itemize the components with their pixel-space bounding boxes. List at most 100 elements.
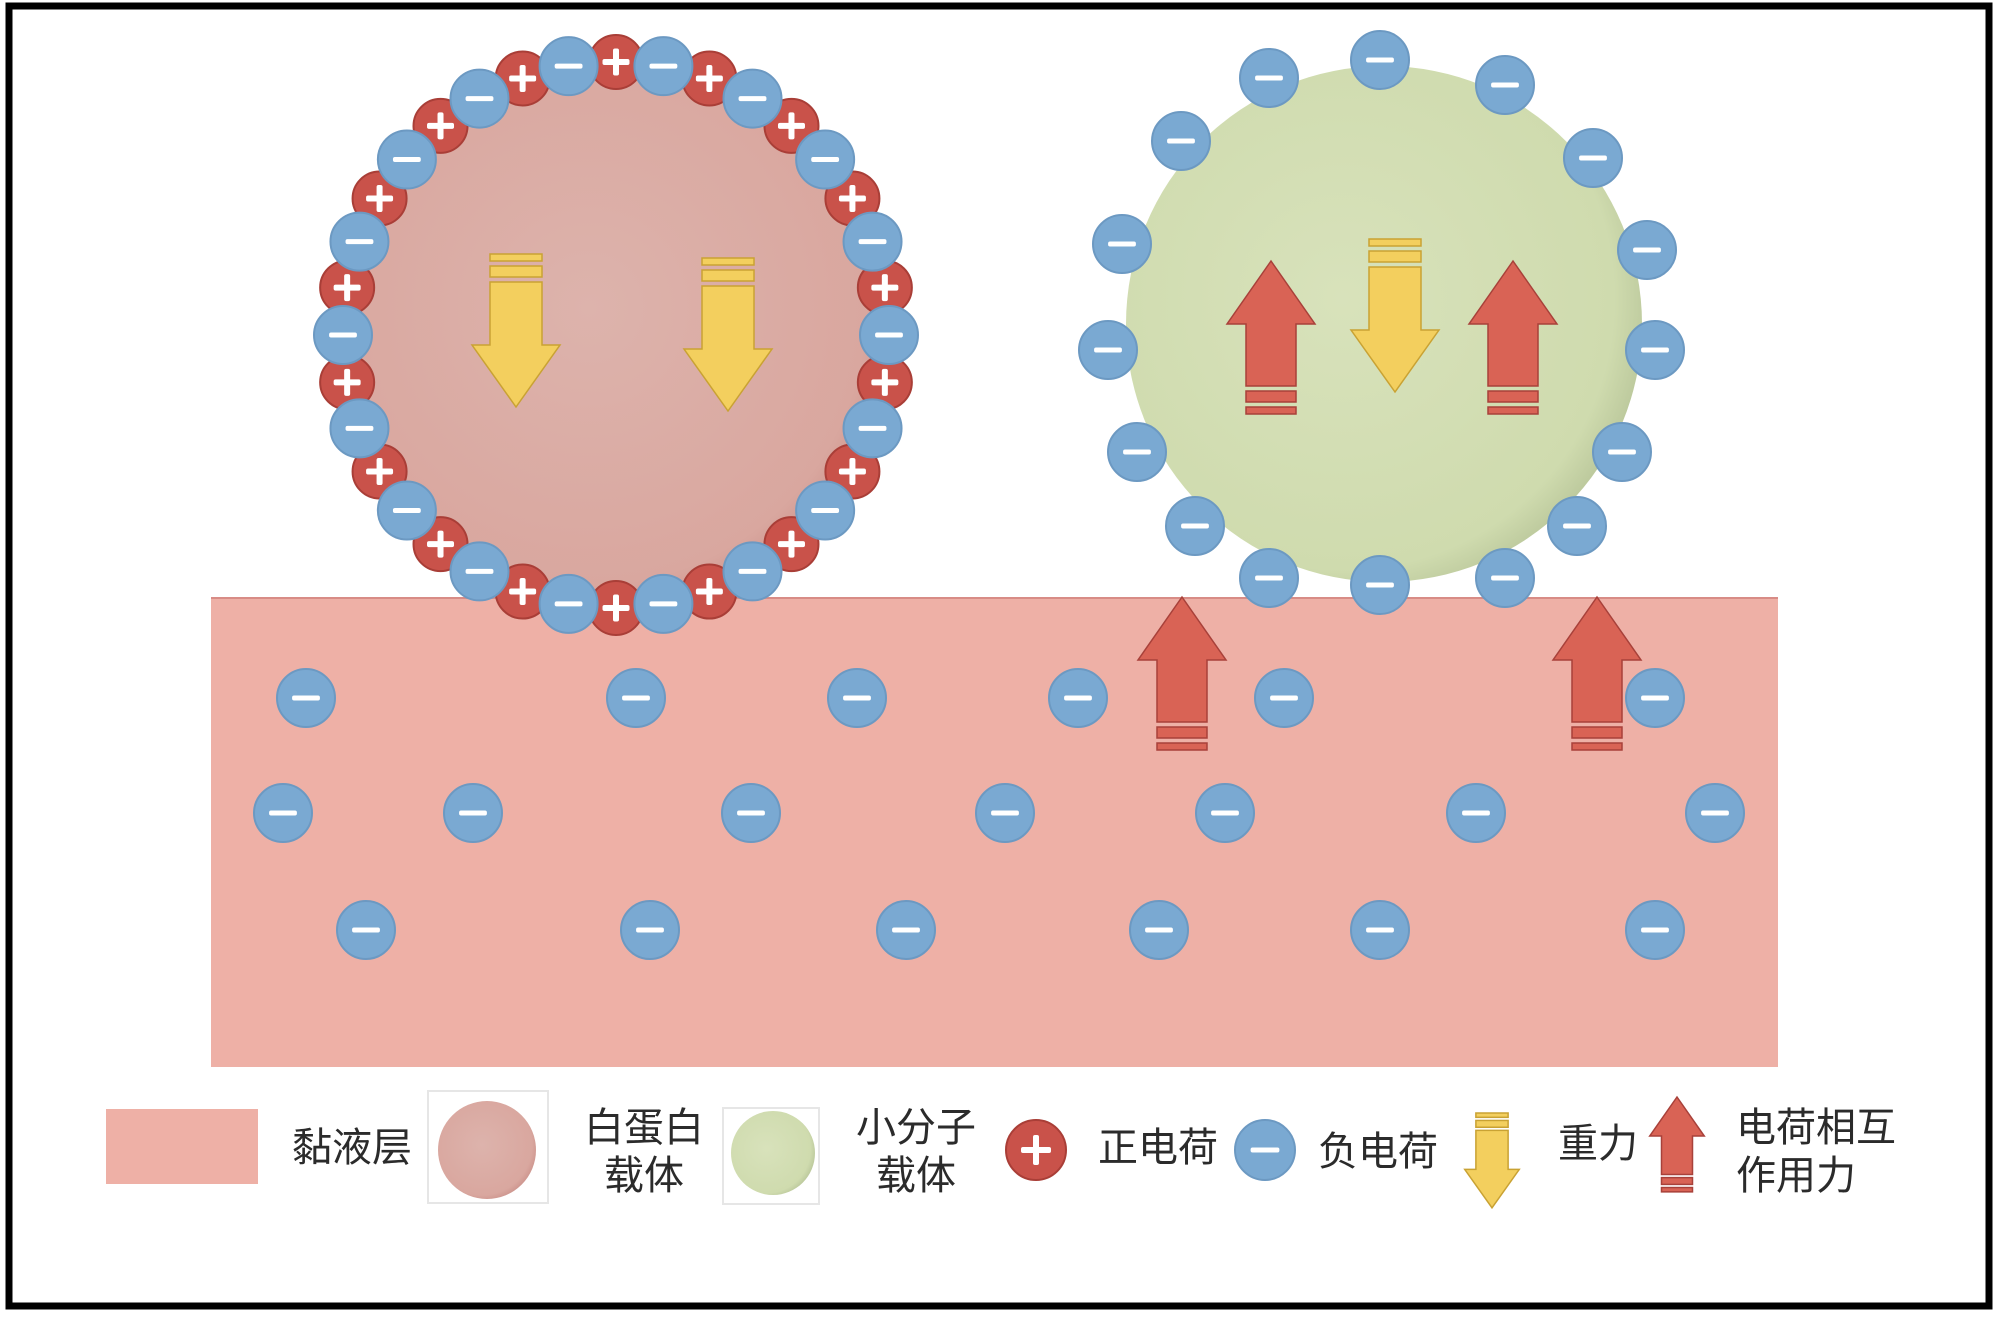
minus-icon xyxy=(392,157,421,163)
minus-icon xyxy=(1123,449,1151,455)
minus-icon xyxy=(1145,927,1173,933)
negative-charge xyxy=(1151,111,1211,171)
negative-charge xyxy=(1475,548,1535,608)
negative-charge xyxy=(276,668,336,728)
negative-charge xyxy=(538,573,599,634)
minus-icon xyxy=(1094,347,1122,353)
negative-charge xyxy=(795,480,856,541)
minus-icon xyxy=(858,425,887,431)
legend-label-small-carrier: 小分子 载体 xyxy=(856,1104,976,1200)
negative-charge xyxy=(313,305,373,365)
minus-icon xyxy=(329,332,357,338)
negative-charge xyxy=(1475,55,1535,115)
negative-charge xyxy=(1129,900,1189,960)
minus-icon xyxy=(875,332,903,338)
negative-charge xyxy=(1625,320,1685,380)
minus-icon xyxy=(392,507,421,513)
minus-icon xyxy=(1491,82,1519,88)
negative-charge xyxy=(1592,422,1652,482)
negative-charge xyxy=(842,398,903,459)
plus-icon xyxy=(695,578,723,606)
interaction-arrow-left xyxy=(1225,259,1317,415)
negative-charge xyxy=(329,211,390,272)
minus-icon xyxy=(738,568,767,574)
minus-icon xyxy=(1633,247,1661,253)
positive-charge xyxy=(1005,1119,1067,1181)
minus-icon xyxy=(1641,695,1669,701)
minus-icon xyxy=(465,568,494,574)
negative-charge xyxy=(1048,668,1108,728)
minus-icon xyxy=(738,96,767,102)
legend-label-interaction-line2: 作用力 xyxy=(1736,1153,1856,1199)
negative-charge xyxy=(1350,555,1410,615)
negative-charge xyxy=(376,129,437,190)
force-arrows xyxy=(470,238,1643,751)
minus-icon xyxy=(892,927,920,933)
plus-icon xyxy=(366,458,394,485)
minus-icon xyxy=(1255,75,1283,81)
minus-icon xyxy=(858,239,887,245)
negative-charge xyxy=(253,783,313,843)
negative-charge xyxy=(842,211,903,272)
legend-gravity-arrow xyxy=(1463,1112,1521,1210)
minus-icon xyxy=(1366,927,1394,933)
minus-icon xyxy=(649,63,678,69)
mucus-negative-charges xyxy=(253,668,1745,960)
plus-icon xyxy=(871,274,899,302)
minus-icon xyxy=(1491,575,1519,581)
albumin-carrier xyxy=(313,34,919,636)
minus-icon xyxy=(554,601,583,607)
interaction-arrow-right xyxy=(1467,259,1559,415)
minus-icon xyxy=(1462,810,1490,816)
minus-icon xyxy=(269,810,297,816)
positive-charge xyxy=(588,34,644,90)
negative-charge xyxy=(721,783,781,843)
minus-icon xyxy=(1255,575,1283,581)
legend-label-small-line1: 小分子 xyxy=(856,1105,976,1151)
legend-albumin-swatch xyxy=(438,1101,536,1199)
minus-icon xyxy=(636,927,664,933)
minus-icon xyxy=(1270,695,1298,701)
minus-icon xyxy=(554,63,583,69)
small-carrier-charges xyxy=(1078,30,1685,615)
legend-label-positive: 正电荷 xyxy=(1098,1125,1218,1171)
negative-charge xyxy=(1239,48,1299,108)
negative-charge xyxy=(336,900,396,960)
minus-icon xyxy=(1641,927,1669,933)
plus-icon xyxy=(509,578,537,606)
negative-charge xyxy=(1165,496,1225,556)
legend-label-protein-carrier: 白蛋白 载体 xyxy=(584,1104,704,1200)
plus-icon xyxy=(871,368,899,396)
negative-charge xyxy=(376,480,437,541)
legend-label-negative: 负电荷 xyxy=(1318,1129,1438,1175)
legend-label-interaction: 电荷相互 作用力 xyxy=(1736,1104,1896,1200)
plus-icon xyxy=(777,530,805,558)
legend xyxy=(106,1090,1706,1210)
minus-icon xyxy=(352,927,380,933)
minus-icon xyxy=(1641,347,1669,353)
negative-charge xyxy=(633,573,694,634)
legend-label-interaction-line1: 电荷相互 xyxy=(1736,1105,1896,1151)
minus-icon xyxy=(1701,810,1729,816)
interaction-arrow-mucus-left xyxy=(1136,595,1228,751)
negative-charge xyxy=(1195,783,1255,843)
minus-icon xyxy=(1064,695,1092,701)
legend-label-protein-line1: 白蛋白 xyxy=(584,1105,704,1151)
plus-icon xyxy=(333,368,361,396)
negative-charge xyxy=(1350,900,1410,960)
positive-charge xyxy=(494,563,551,620)
minus-icon xyxy=(991,810,1019,816)
legend-interaction-arrow xyxy=(1648,1095,1706,1193)
minus-icon xyxy=(459,810,487,816)
plus-icon xyxy=(838,185,866,212)
minus-icon xyxy=(1250,1147,1280,1153)
minus-icon xyxy=(345,239,374,245)
negative-charge xyxy=(633,36,694,97)
negative-charge xyxy=(827,668,887,728)
minus-icon xyxy=(1366,582,1394,588)
plus-icon xyxy=(427,112,455,140)
negative-charge xyxy=(449,541,510,602)
interaction-arrow-mucus-right xyxy=(1551,595,1643,751)
minus-icon xyxy=(1211,810,1239,816)
